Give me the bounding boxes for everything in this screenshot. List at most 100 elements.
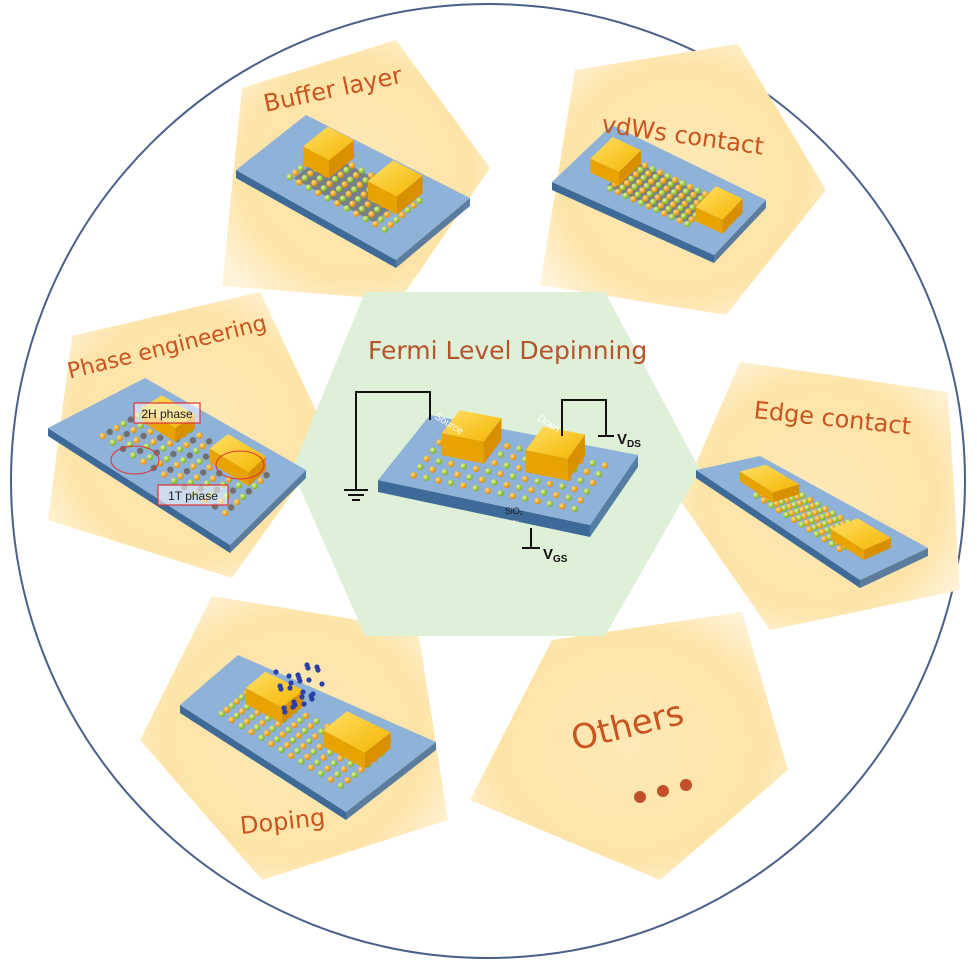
atom <box>821 520 829 527</box>
atom <box>798 506 806 513</box>
atom <box>635 179 643 186</box>
atom <box>818 529 826 536</box>
atom <box>441 468 449 476</box>
atom <box>171 477 178 484</box>
atom <box>623 180 631 187</box>
atom <box>285 726 292 733</box>
gold-contact-1-front <box>695 207 723 234</box>
atom <box>227 504 235 511</box>
atom <box>345 190 352 198</box>
atom <box>153 449 160 456</box>
atom <box>677 204 684 212</box>
atom <box>206 464 213 471</box>
atom <box>123 430 130 438</box>
atom <box>344 777 351 784</box>
atom <box>317 770 325 777</box>
gold-contact-0-front <box>590 158 620 186</box>
atom <box>387 221 394 228</box>
atom <box>307 722 314 730</box>
atom <box>113 424 120 431</box>
atom <box>200 469 207 476</box>
atom <box>295 732 303 739</box>
atom <box>167 466 174 473</box>
atom <box>347 760 354 768</box>
gold-contact-1-side <box>364 732 391 769</box>
gold-contact-1-front <box>525 450 568 481</box>
atom <box>316 175 324 182</box>
others-pentagon <box>470 612 788 880</box>
atom <box>803 519 811 526</box>
atom <box>393 216 400 223</box>
atom <box>372 220 379 228</box>
atom <box>304 753 311 760</box>
atom <box>658 189 666 197</box>
atom <box>607 185 614 192</box>
atom <box>522 475 529 483</box>
atom <box>186 452 193 459</box>
atom <box>120 420 127 427</box>
atom <box>216 470 223 477</box>
atom <box>790 516 798 523</box>
atom <box>193 447 200 454</box>
substrate-side <box>230 470 306 553</box>
atom <box>678 192 685 199</box>
atom <box>824 512 831 519</box>
atom <box>243 718 251 725</box>
atom <box>828 540 836 548</box>
atom <box>339 195 347 202</box>
atom <box>503 462 510 469</box>
atom <box>773 500 780 507</box>
ellipsis-dot-1 <box>634 791 646 803</box>
atom <box>813 531 820 538</box>
gold-contact-1-side <box>567 434 585 481</box>
atom <box>837 514 844 521</box>
atom <box>589 479 597 486</box>
dopant-atom <box>281 705 287 711</box>
atom <box>670 189 678 196</box>
atom <box>583 468 590 475</box>
phase-1t-box <box>157 484 229 506</box>
atom <box>302 712 309 719</box>
atom <box>681 200 688 207</box>
atom <box>639 187 646 194</box>
atom <box>273 735 281 743</box>
gold-contact-0-top <box>303 126 355 161</box>
substrate-side <box>714 200 766 263</box>
atom <box>383 211 390 218</box>
atom <box>249 713 256 721</box>
atom <box>222 509 229 517</box>
atom <box>157 434 164 441</box>
atom <box>760 497 768 504</box>
atom <box>571 505 578 512</box>
atom <box>660 177 667 184</box>
atom <box>628 175 635 182</box>
atom <box>300 742 307 750</box>
atom <box>354 195 362 203</box>
substrate-front <box>180 705 346 820</box>
atom <box>116 435 124 442</box>
atom <box>297 165 304 172</box>
atom <box>466 474 473 481</box>
atom <box>783 511 790 519</box>
atom <box>814 501 821 508</box>
phase-1t-region-right <box>215 450 265 480</box>
gold-contact-0-top <box>245 671 304 708</box>
atom <box>552 491 560 499</box>
atom <box>688 216 695 223</box>
atom <box>331 175 339 183</box>
gold-contact-1-side <box>863 537 891 560</box>
atom <box>648 178 655 185</box>
atom <box>534 497 541 505</box>
atom <box>404 207 411 214</box>
gold-contact-1-front <box>367 181 397 215</box>
atom <box>503 442 511 450</box>
atom <box>653 206 660 213</box>
atom <box>491 459 498 467</box>
atom <box>491 479 498 486</box>
atom <box>187 479 194 486</box>
atom <box>577 496 584 504</box>
substrate-front <box>696 470 860 588</box>
atom <box>358 205 366 213</box>
atom <box>258 734 265 741</box>
